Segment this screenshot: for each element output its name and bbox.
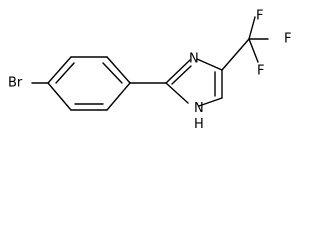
chemical-structure-diagram: Br N HN F F F [8,9,291,132]
imine-nitrogen-label: N [189,52,199,67]
bond-n1-c2 [165,82,189,104]
imidazole-ring [165,58,223,107]
bond-c1-c6 [47,82,72,111]
trifluoromethyl-group [221,16,269,71]
bond-c4-cf3 [221,38,250,71]
amine-nitrogen-label: HN [194,101,204,132]
bond-c5-n1 [198,97,223,107]
bond-cf3-f3 [248,38,259,63]
bond-n3-c4 [196,58,223,71]
benzene-ring [47,56,131,111]
bond-c4-c5 [106,82,131,111]
bond-c3-c4-inner [102,62,123,84]
bond-c1-c2 [47,56,72,84]
fluorine-label-2: F [284,32,291,47]
bond-c1-c2-inner [55,62,75,84]
bond-c3-c4 [106,56,131,84]
fluorine-label-1: F [256,9,263,24]
fluorine-label-3: F [257,64,264,79]
bond-c2-n3-inner [171,65,192,85]
bromine-label: Br [8,76,23,91]
molecule-drawing: Br N HN F F F [8,9,291,132]
bond-c2-n3 [165,59,191,84]
bond-cf3-f1 [248,16,256,40]
